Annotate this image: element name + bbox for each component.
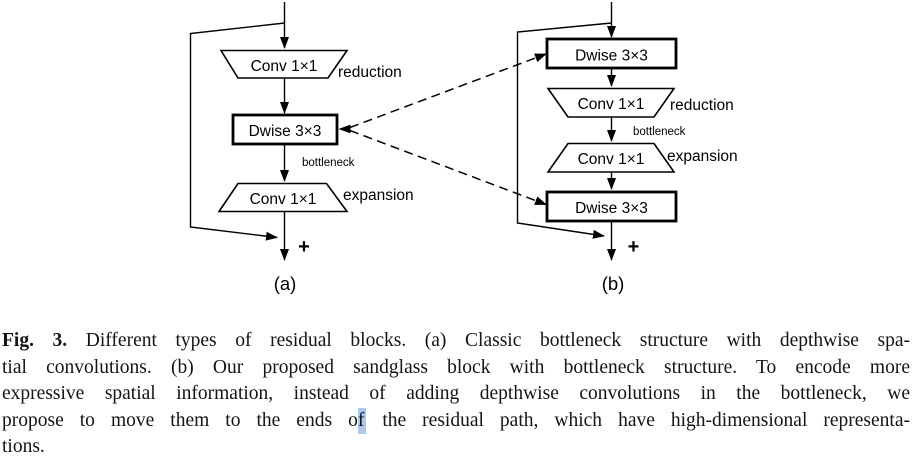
caption-line-2: tial convolutions. (b) Our proposed sand… (2, 356, 910, 378)
dashed-arrow-to-top-dwise-b (349, 53, 547, 129)
bottleneck-label-a: bottleneck (302, 157, 355, 169)
bottleneck-label-b: bottleneck (633, 126, 686, 138)
conv1x1-expansion-block-a (217, 182, 349, 213)
dwise3x3-top-block-b (545, 37, 678, 70)
conv1x1-reduction-block-a (219, 49, 349, 79)
caption-line-4-before: propose to move them to the ends o (2, 409, 358, 431)
dashed-arrow-to-bottom-dwise-b (349, 129, 547, 206)
caption-line-3: expressive spatial information, instead … (2, 383, 910, 405)
skip-connection-a (189, 22, 285, 241)
dwise-move-arrows (338, 53, 547, 206)
conv1x1-expansion-text-a: Conv 1×1 (250, 191, 317, 208)
skip-connection-b (516, 22, 612, 239)
figure-caption: Fig. 3. Different types of residual bloc… (2, 328, 910, 461)
reduction-label-b: reduction (670, 97, 734, 114)
reduction-label-a: reduction (338, 64, 402, 81)
caption-line-1-text: Different types of residual blocks. (a) … (67, 330, 910, 351)
conv1x1-reduction-text-a: Conv 1×1 (251, 58, 318, 75)
caption-line-5: tions. (2, 436, 45, 458)
conv1x1-expansion-block-b (546, 142, 676, 173)
caption-line-1: Fig. 3. Different types of residual bloc… (2, 328, 910, 355)
caption-line-4: propose to move them to the ends of the … (2, 407, 910, 435)
expansion-label-b: expansion (667, 148, 738, 165)
dwise3x3-block-a (231, 113, 339, 146)
sum-symbol-b: + (628, 236, 640, 258)
caption-fig-tag: Fig. 3. (2, 330, 68, 351)
dwise3x3-text-a: Dwise 3×3 (249, 123, 322, 140)
diagram-a: Conv 1×1 reduction Dwise 3×3 bottleneck … (189, 2, 414, 294)
conv1x1-expansion-text-b: Conv 1×1 (578, 151, 645, 168)
residual-blocks-diagram: Conv 1×1 reduction Dwise 3×3 bottleneck … (189, 2, 738, 294)
dwise3x3-top-text-b: Dwise 3×3 (575, 48, 648, 65)
conv1x1-reduction-text-b: Conv 1×1 (578, 96, 645, 113)
conv1x1-reduction-block-b (546, 87, 676, 118)
expansion-label-a: expansion (343, 187, 414, 204)
caption-line-4-after: the residual path, which have high-dimen… (366, 409, 910, 431)
diagram-b: Dwise 3×3 Conv 1×1 reduction bottleneck … (516, 2, 738, 294)
arrowhead-into-dwise-a (338, 124, 351, 134)
text-selection-highlight: f (357, 407, 367, 434)
sublabel-b: (b) (602, 273, 625, 294)
dwise3x3-bottom-text-b: Dwise 3×3 (575, 200, 648, 217)
sum-symbol-a: + (298, 236, 310, 258)
sublabel-a: (a) (274, 273, 297, 294)
